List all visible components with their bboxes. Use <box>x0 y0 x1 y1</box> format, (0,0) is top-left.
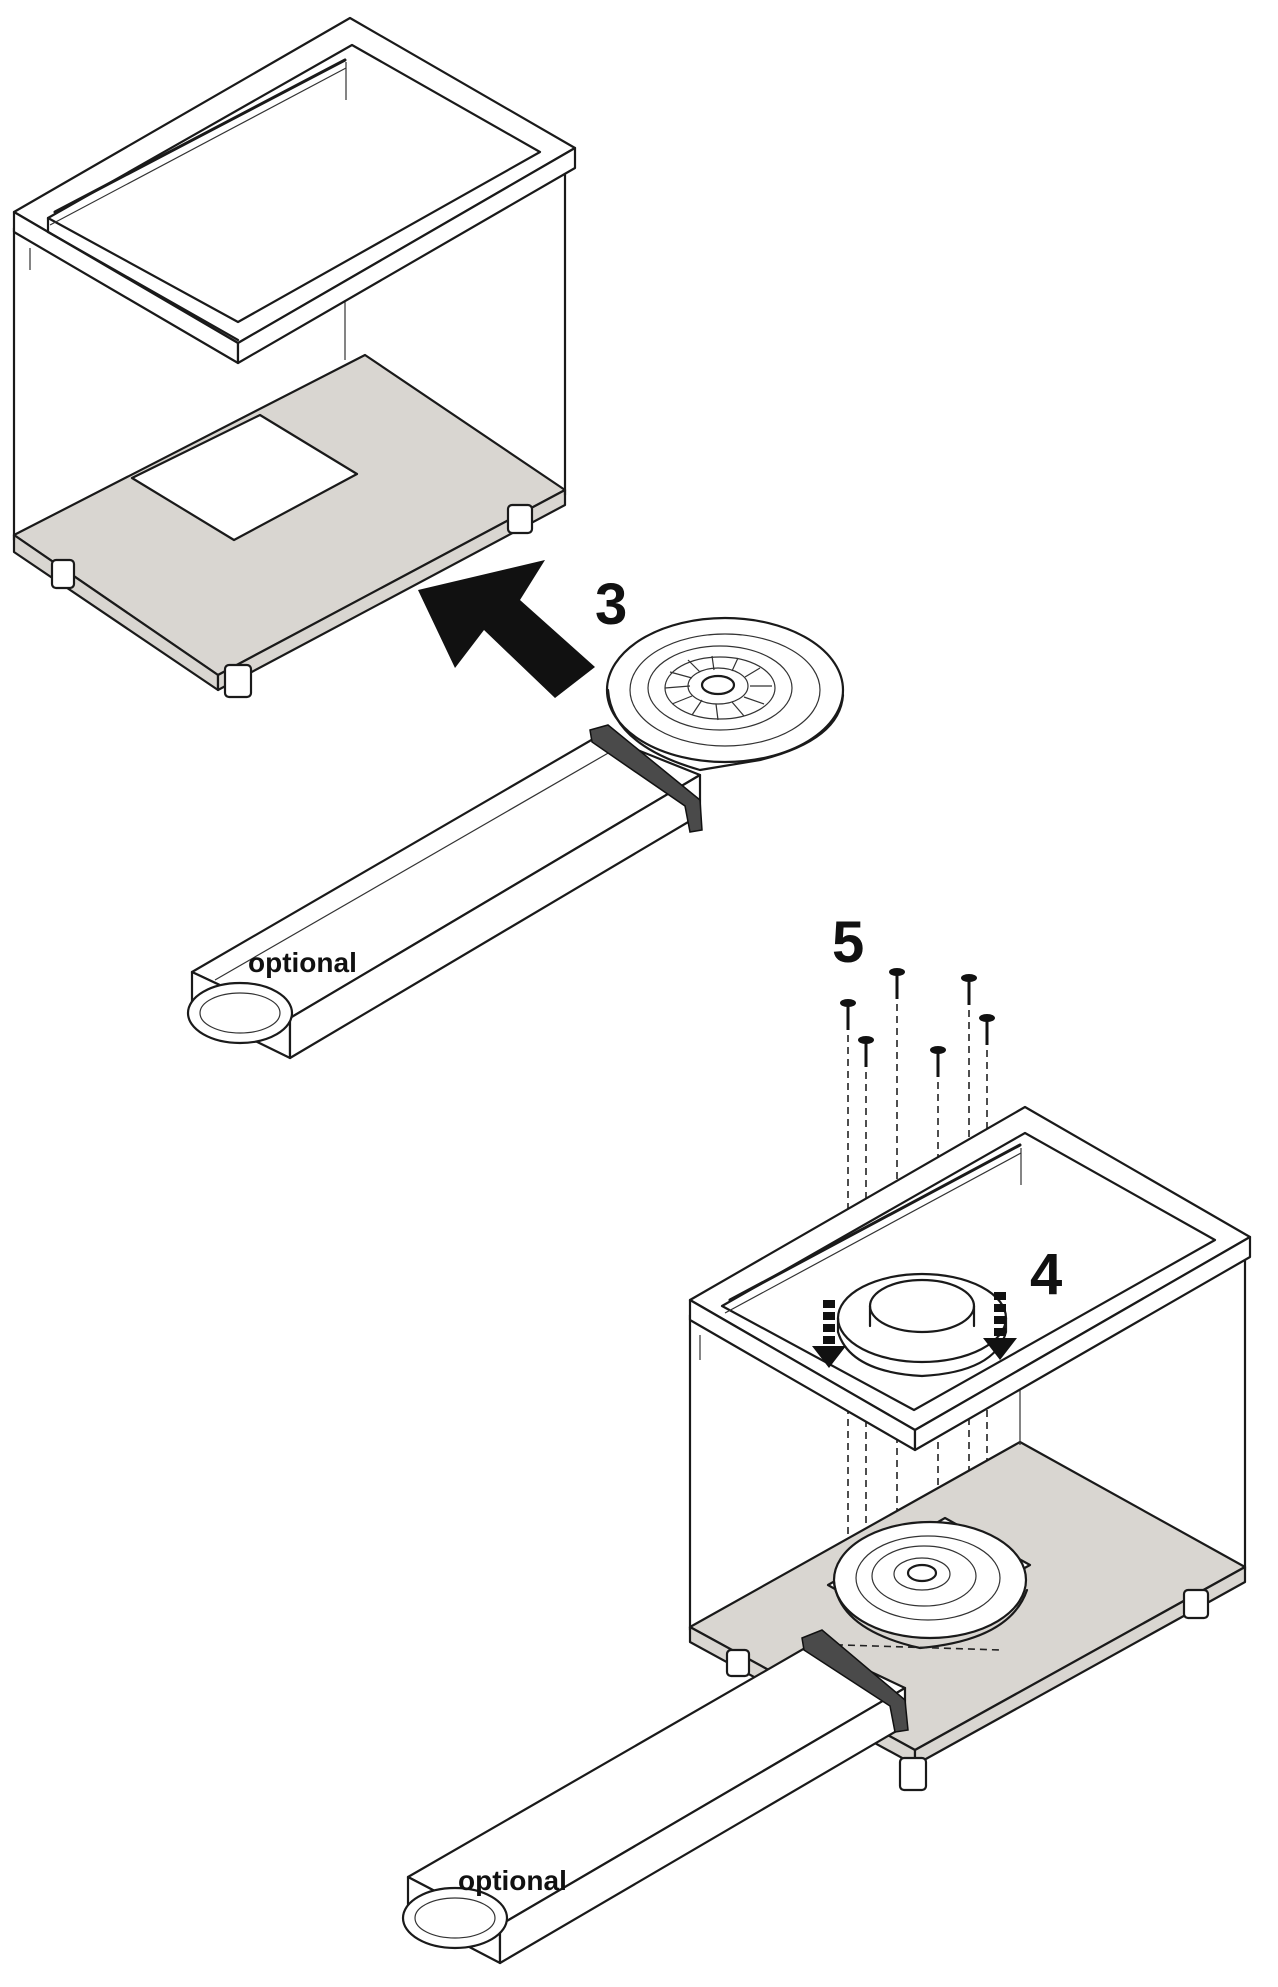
fan-unit-top <box>186 616 845 1060</box>
down-arrow-icon <box>812 1300 846 1368</box>
cabinet-top-feet <box>50 503 534 699</box>
down-arrow-icon <box>983 1292 1017 1360</box>
screw-icon <box>840 999 856 1030</box>
screw-icon <box>961 974 977 1005</box>
screw-icon <box>979 1014 995 1045</box>
cabinet-bottom-feet <box>725 1588 1210 1792</box>
step-4-number: 4 <box>1030 1242 1062 1307</box>
step-3-number: 3 <box>595 572 627 637</box>
cabinet-bottom-frame <box>688 1105 1252 1452</box>
insert-arrow-icon <box>418 560 595 698</box>
duct-top-gasket <box>589 724 703 833</box>
fan-unit-bottom <box>401 1516 1032 1965</box>
screw-icon <box>930 1046 946 1077</box>
optional-label-bottom: optional <box>458 1865 567 1896</box>
optional-label-top: optional <box>248 947 357 978</box>
screw-icon <box>889 968 905 999</box>
cabinet-top-floor-opening <box>130 413 359 542</box>
cabinet-top <box>12 16 577 699</box>
screw-icon <box>858 1036 874 1067</box>
step-5-number: 5 <box>832 910 864 975</box>
duct-bottom-gasket <box>801 1629 909 1733</box>
